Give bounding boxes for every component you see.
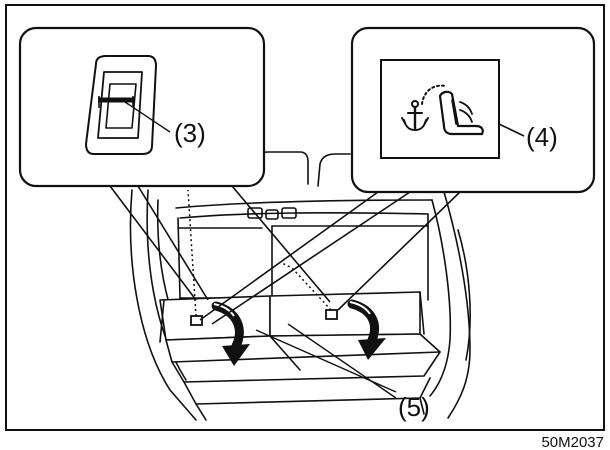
- callout-label-4: (4): [526, 122, 558, 152]
- child-seat-anchor-icon: [401, 84, 484, 136]
- figure-code: 50M2037: [541, 434, 604, 450]
- callout-anchor-hook: (3): [18, 26, 331, 303]
- callout-label-5: (5): [398, 392, 430, 422]
- curved-arrow-down-icon: [347, 299, 386, 360]
- callout-label-3: (3): [174, 118, 206, 148]
- tether-anchor-hook-icon: [85, 55, 171, 155]
- dotted-guides: [187, 189, 332, 317]
- callout-anchor-symbol: (4): [199, 26, 596, 325]
- left-anchor-slot: [190, 315, 203, 326]
- callout-seatback: (5): [255, 323, 430, 422]
- curved-arrow-down-icon: [211, 301, 250, 366]
- right-anchor-slot: [325, 309, 338, 320]
